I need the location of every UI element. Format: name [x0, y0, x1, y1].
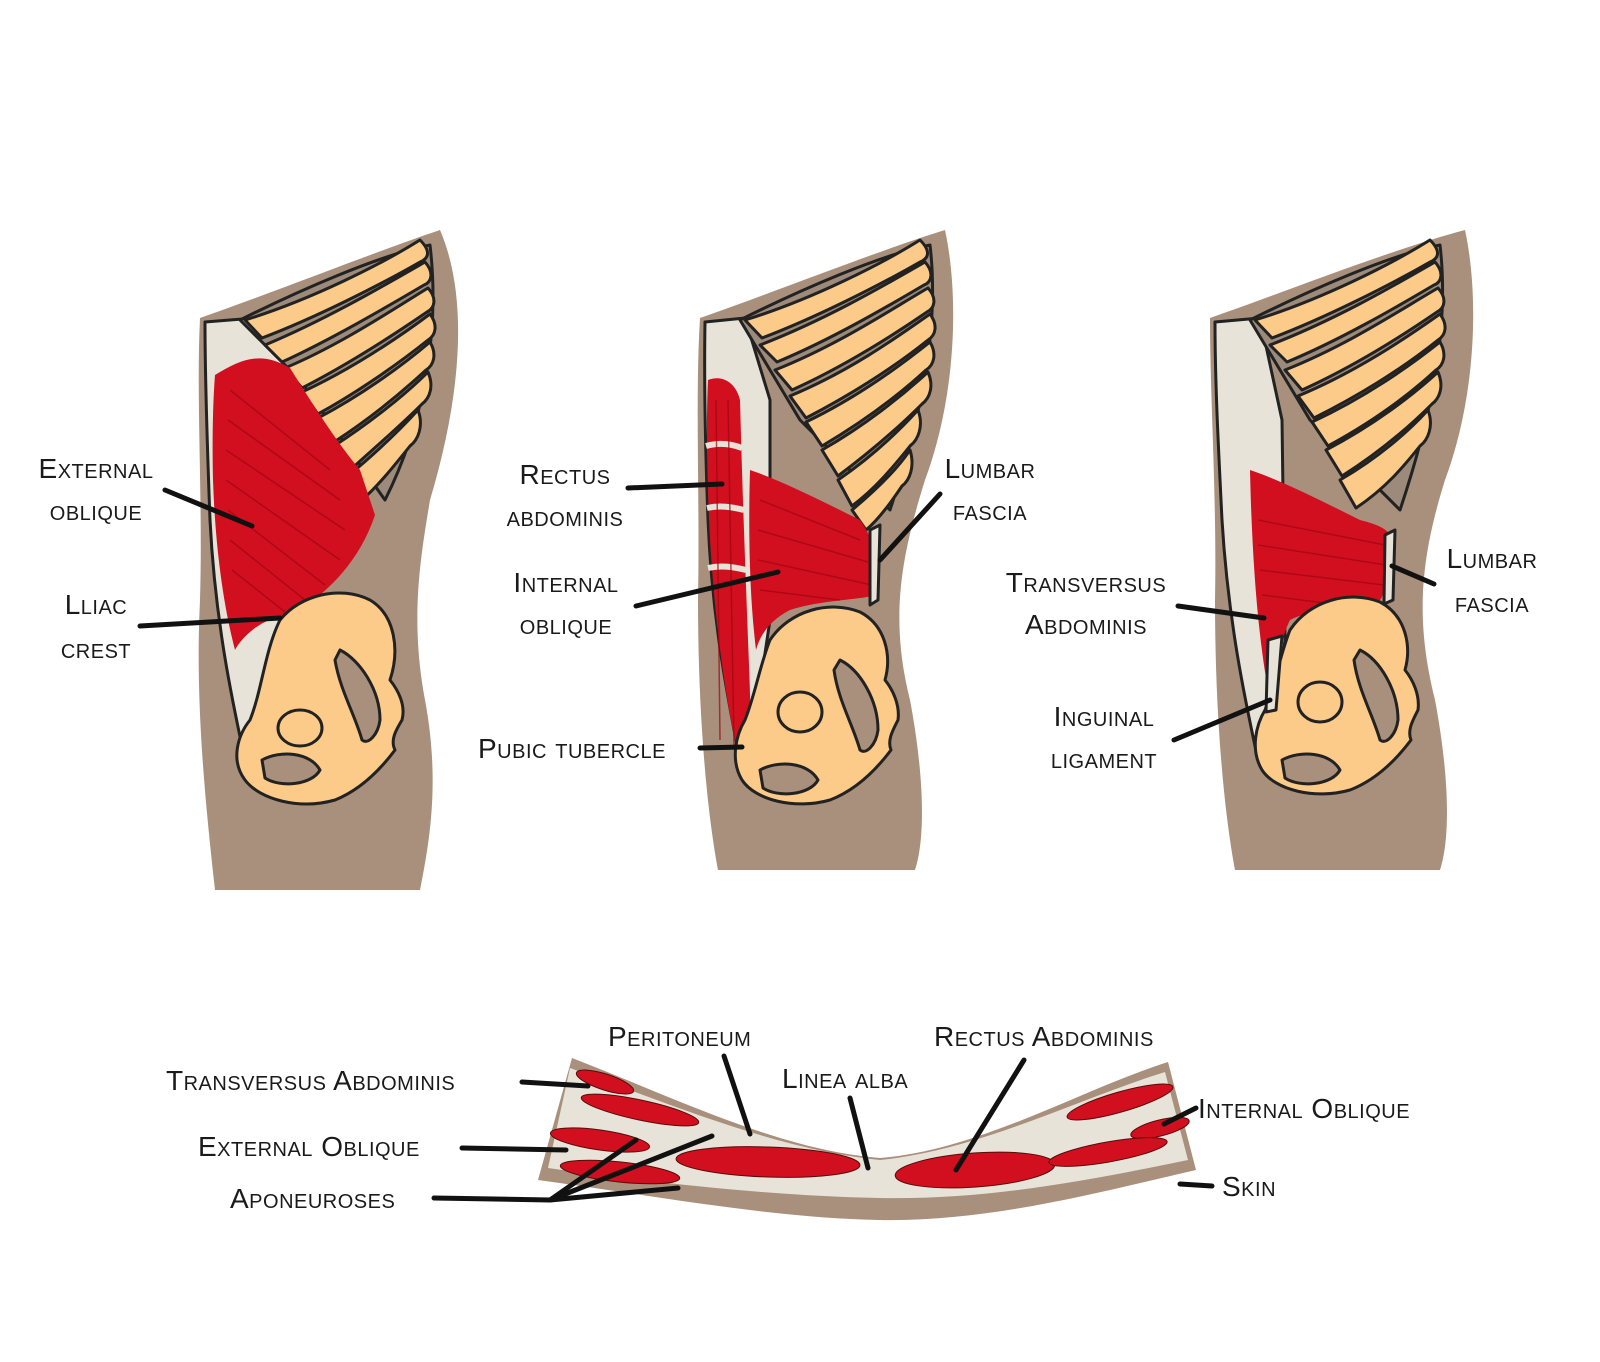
label-cs-aponeuroses: Aponeuroses — [230, 1183, 395, 1214]
leader-external-oblique — [162, 487, 255, 529]
label-iliac-crest-2: crest — [61, 633, 131, 664]
label-inguinal-2: ligament — [1051, 743, 1157, 774]
label-transversus-2: Abdominis — [1025, 609, 1147, 640]
label-internal-oblique-2: oblique — [520, 609, 612, 640]
leader-cs-aponeuroses — [431, 1133, 715, 1203]
pelvis-3 — [1253, 595, 1420, 796]
inguinal-ligament — [1264, 634, 1284, 714]
label-lumbar-fascia: Lumbar — [945, 453, 1036, 484]
label-transversus: Transversus — [1006, 567, 1166, 598]
label-lumbar-fascia-2: fascia — [953, 495, 1027, 526]
label-external-oblique-2: oblique — [50, 495, 142, 526]
leader-cs-peritoneum — [721, 1053, 753, 1137]
label-cs-linea-alba: Linea alba — [782, 1063, 908, 1094]
label-iliac-crest: Lliac — [65, 589, 128, 620]
panel-transversus: Transversus Abdominis Inguinal ligament … — [1006, 230, 1538, 870]
leader-inguinal — [1171, 697, 1273, 743]
label-internal-oblique: Internal — [513, 567, 618, 598]
leader-rectus — [625, 481, 725, 491]
leader-internal-oblique — [633, 569, 781, 609]
leader-iliac-crest — [137, 615, 283, 629]
lumbar-fascia-3 — [1382, 528, 1397, 606]
labels-panel-3: Transversus Abdominis Inguinal ligament … — [1006, 543, 1538, 774]
label-lumbar-fascia-3b: fascia — [1455, 587, 1529, 618]
label-cs-external-oblique: External Oblique — [198, 1131, 420, 1162]
transversus-abdominis-muscle — [1250, 470, 1392, 700]
label-rectus: Rectus — [519, 459, 610, 490]
panel-internal-oblique: Rectus abdominis Internal oblique Pubic … — [478, 230, 1035, 870]
leader-lumbar-fascia — [877, 491, 943, 563]
leader-lumbar-fascia-3 — [1389, 563, 1437, 587]
label-cs-transversus: Transversus Abdominis — [166, 1065, 455, 1096]
internal-oblique-muscle — [749, 470, 878, 650]
cross-section-muscles — [549, 1069, 1190, 1189]
labels-panel-1: External oblique Lliac crest — [39, 453, 283, 664]
lumbar-fascia-2 — [868, 523, 882, 607]
leader-transversus — [1175, 603, 1267, 621]
pelvis-2 — [733, 605, 900, 806]
cross-section-labels: Transversus Abdominis External Oblique A… — [166, 1021, 1410, 1214]
leader-pubic-tubercle — [697, 744, 745, 751]
leader-cs-skin — [1177, 1181, 1215, 1189]
label-cs-peritoneum: Peritoneum — [608, 1021, 751, 1052]
label-rectus-2: abdominis — [507, 501, 624, 532]
label-cs-rectus: Rectus Abdominis — [934, 1021, 1154, 1052]
leader-cs-external-oblique — [459, 1145, 569, 1153]
leader-cs-rectus — [953, 1057, 1027, 1173]
pelvis-1 — [235, 591, 405, 806]
label-cs-internal-oblique: Internal Oblique — [1198, 1093, 1410, 1124]
label-inguinal: Inguinal — [1054, 701, 1155, 732]
ribcage-2 — [738, 238, 937, 532]
label-cs-skin: Skin — [1222, 1171, 1276, 1202]
muscle-fibers-2 — [715, 399, 873, 746]
leader-cs-transversus — [519, 1079, 591, 1089]
label-lumbar-fascia-3: Lumbar — [1447, 543, 1538, 574]
label-pubic-tubercle: Pubic tubercle — [478, 733, 666, 764]
external-oblique-muscle — [212, 358, 375, 650]
ribcage-1 — [238, 238, 437, 502]
label-external-oblique: External — [39, 453, 154, 484]
leader-cs-internal-oblique — [1161, 1105, 1199, 1127]
labels-panel-2: Rectus abdominis Internal oblique Pubic … — [478, 453, 1035, 764]
ribcage-3 — [1248, 238, 1447, 512]
cross-section: Transversus Abdominis External Oblique A… — [166, 1021, 1410, 1221]
rectus-tendinous-intersections — [705, 440, 747, 573]
panel-external-oblique: External oblique Lliac crest — [39, 230, 459, 890]
leader-cs-linea-alba — [847, 1095, 871, 1171]
